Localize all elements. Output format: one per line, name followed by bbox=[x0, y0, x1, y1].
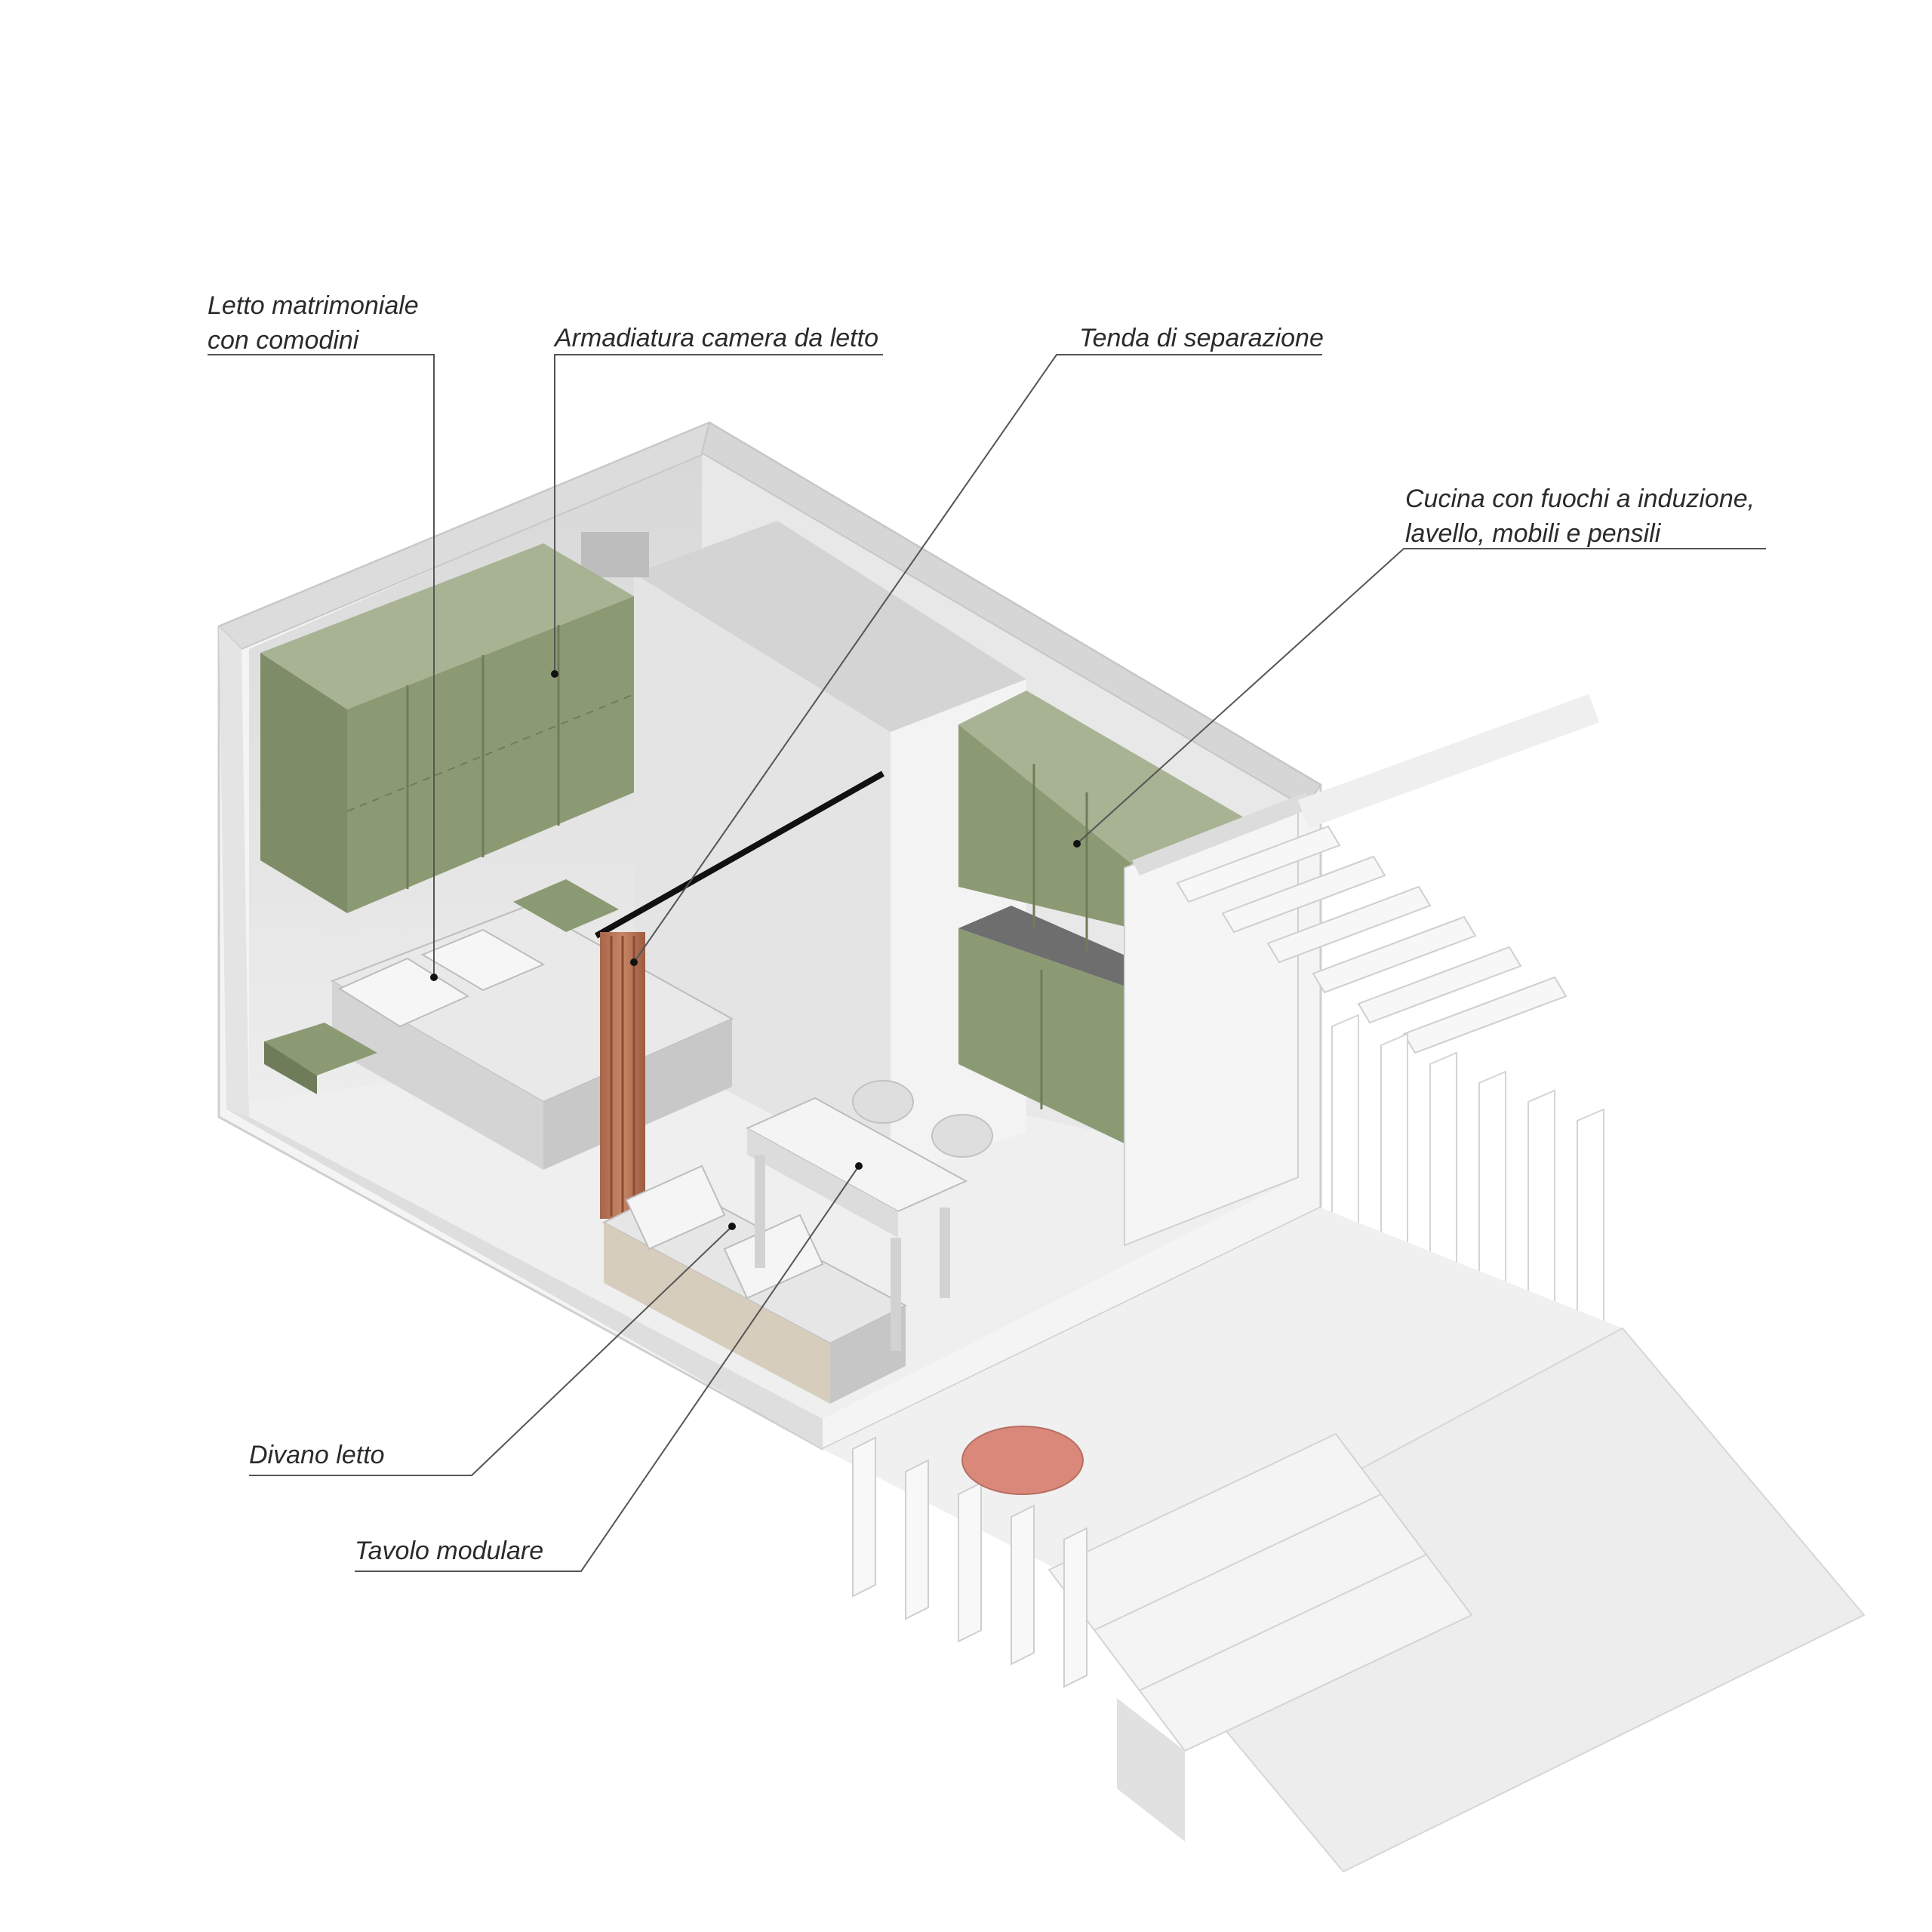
label-kitchen-line1: Cucina con fuochi a induzione, bbox=[1405, 485, 1755, 513]
kitchen-unit bbox=[958, 691, 1253, 1147]
leader-curtain-dot bbox=[630, 958, 638, 966]
label-kitchen-line2: lavello, mobili e pensili bbox=[1405, 519, 1661, 548]
label-bed-line2: con comodini bbox=[208, 326, 359, 355]
label-wardrobe: Armadiatura camera da letto bbox=[555, 321, 878, 355]
modular-table bbox=[745, 1080, 993, 1351]
label-table: Tavolo modulare bbox=[355, 1534, 543, 1568]
pergola-and-louvers bbox=[1124, 694, 1604, 1390]
pouf bbox=[961, 1426, 1084, 1495]
wardrobe-cabinets bbox=[260, 543, 635, 913]
label-bed: Letto matrimoniale con comodini bbox=[208, 288, 419, 358]
leader-kitchen-dot bbox=[1073, 840, 1081, 848]
leader-wardrobe-dot bbox=[551, 670, 558, 678]
label-sofa-bed: Divano letto bbox=[249, 1438, 385, 1472]
leader-table bbox=[355, 1165, 860, 1572]
label-curtain-text: Tenda di separazione bbox=[1079, 324, 1324, 352]
leader-lines bbox=[208, 354, 1766, 1572]
leader-bed-dot bbox=[430, 974, 438, 981]
chair-2 bbox=[931, 1114, 993, 1158]
separation-curtain bbox=[595, 771, 884, 1219]
leader-kitchen bbox=[1076, 548, 1766, 844]
leader-wardrobe bbox=[554, 354, 883, 674]
label-bed-line1: Letto matrimoniale bbox=[208, 291, 419, 320]
leader-bed bbox=[208, 354, 435, 977]
label-curtain: Tenda di separazione bbox=[1079, 321, 1324, 355]
leader-curtain bbox=[633, 354, 1322, 963]
leader-sofa bbox=[249, 1226, 733, 1476]
deck-steps-ramp bbox=[823, 1208, 1866, 1873]
label-table-text: Tavolo modulare bbox=[355, 1537, 544, 1565]
label-sofa-bed-text: Divano letto bbox=[249, 1441, 385, 1469]
chair-1 bbox=[852, 1080, 914, 1124]
label-wardrobe-text: Armadiatura camera da letto bbox=[555, 324, 878, 352]
leader-sofa-dot bbox=[728, 1223, 736, 1230]
label-kitchen: Cucina con fuochi a induzione, lavello, … bbox=[1405, 481, 1755, 551]
leader-table-dot bbox=[855, 1162, 863, 1170]
